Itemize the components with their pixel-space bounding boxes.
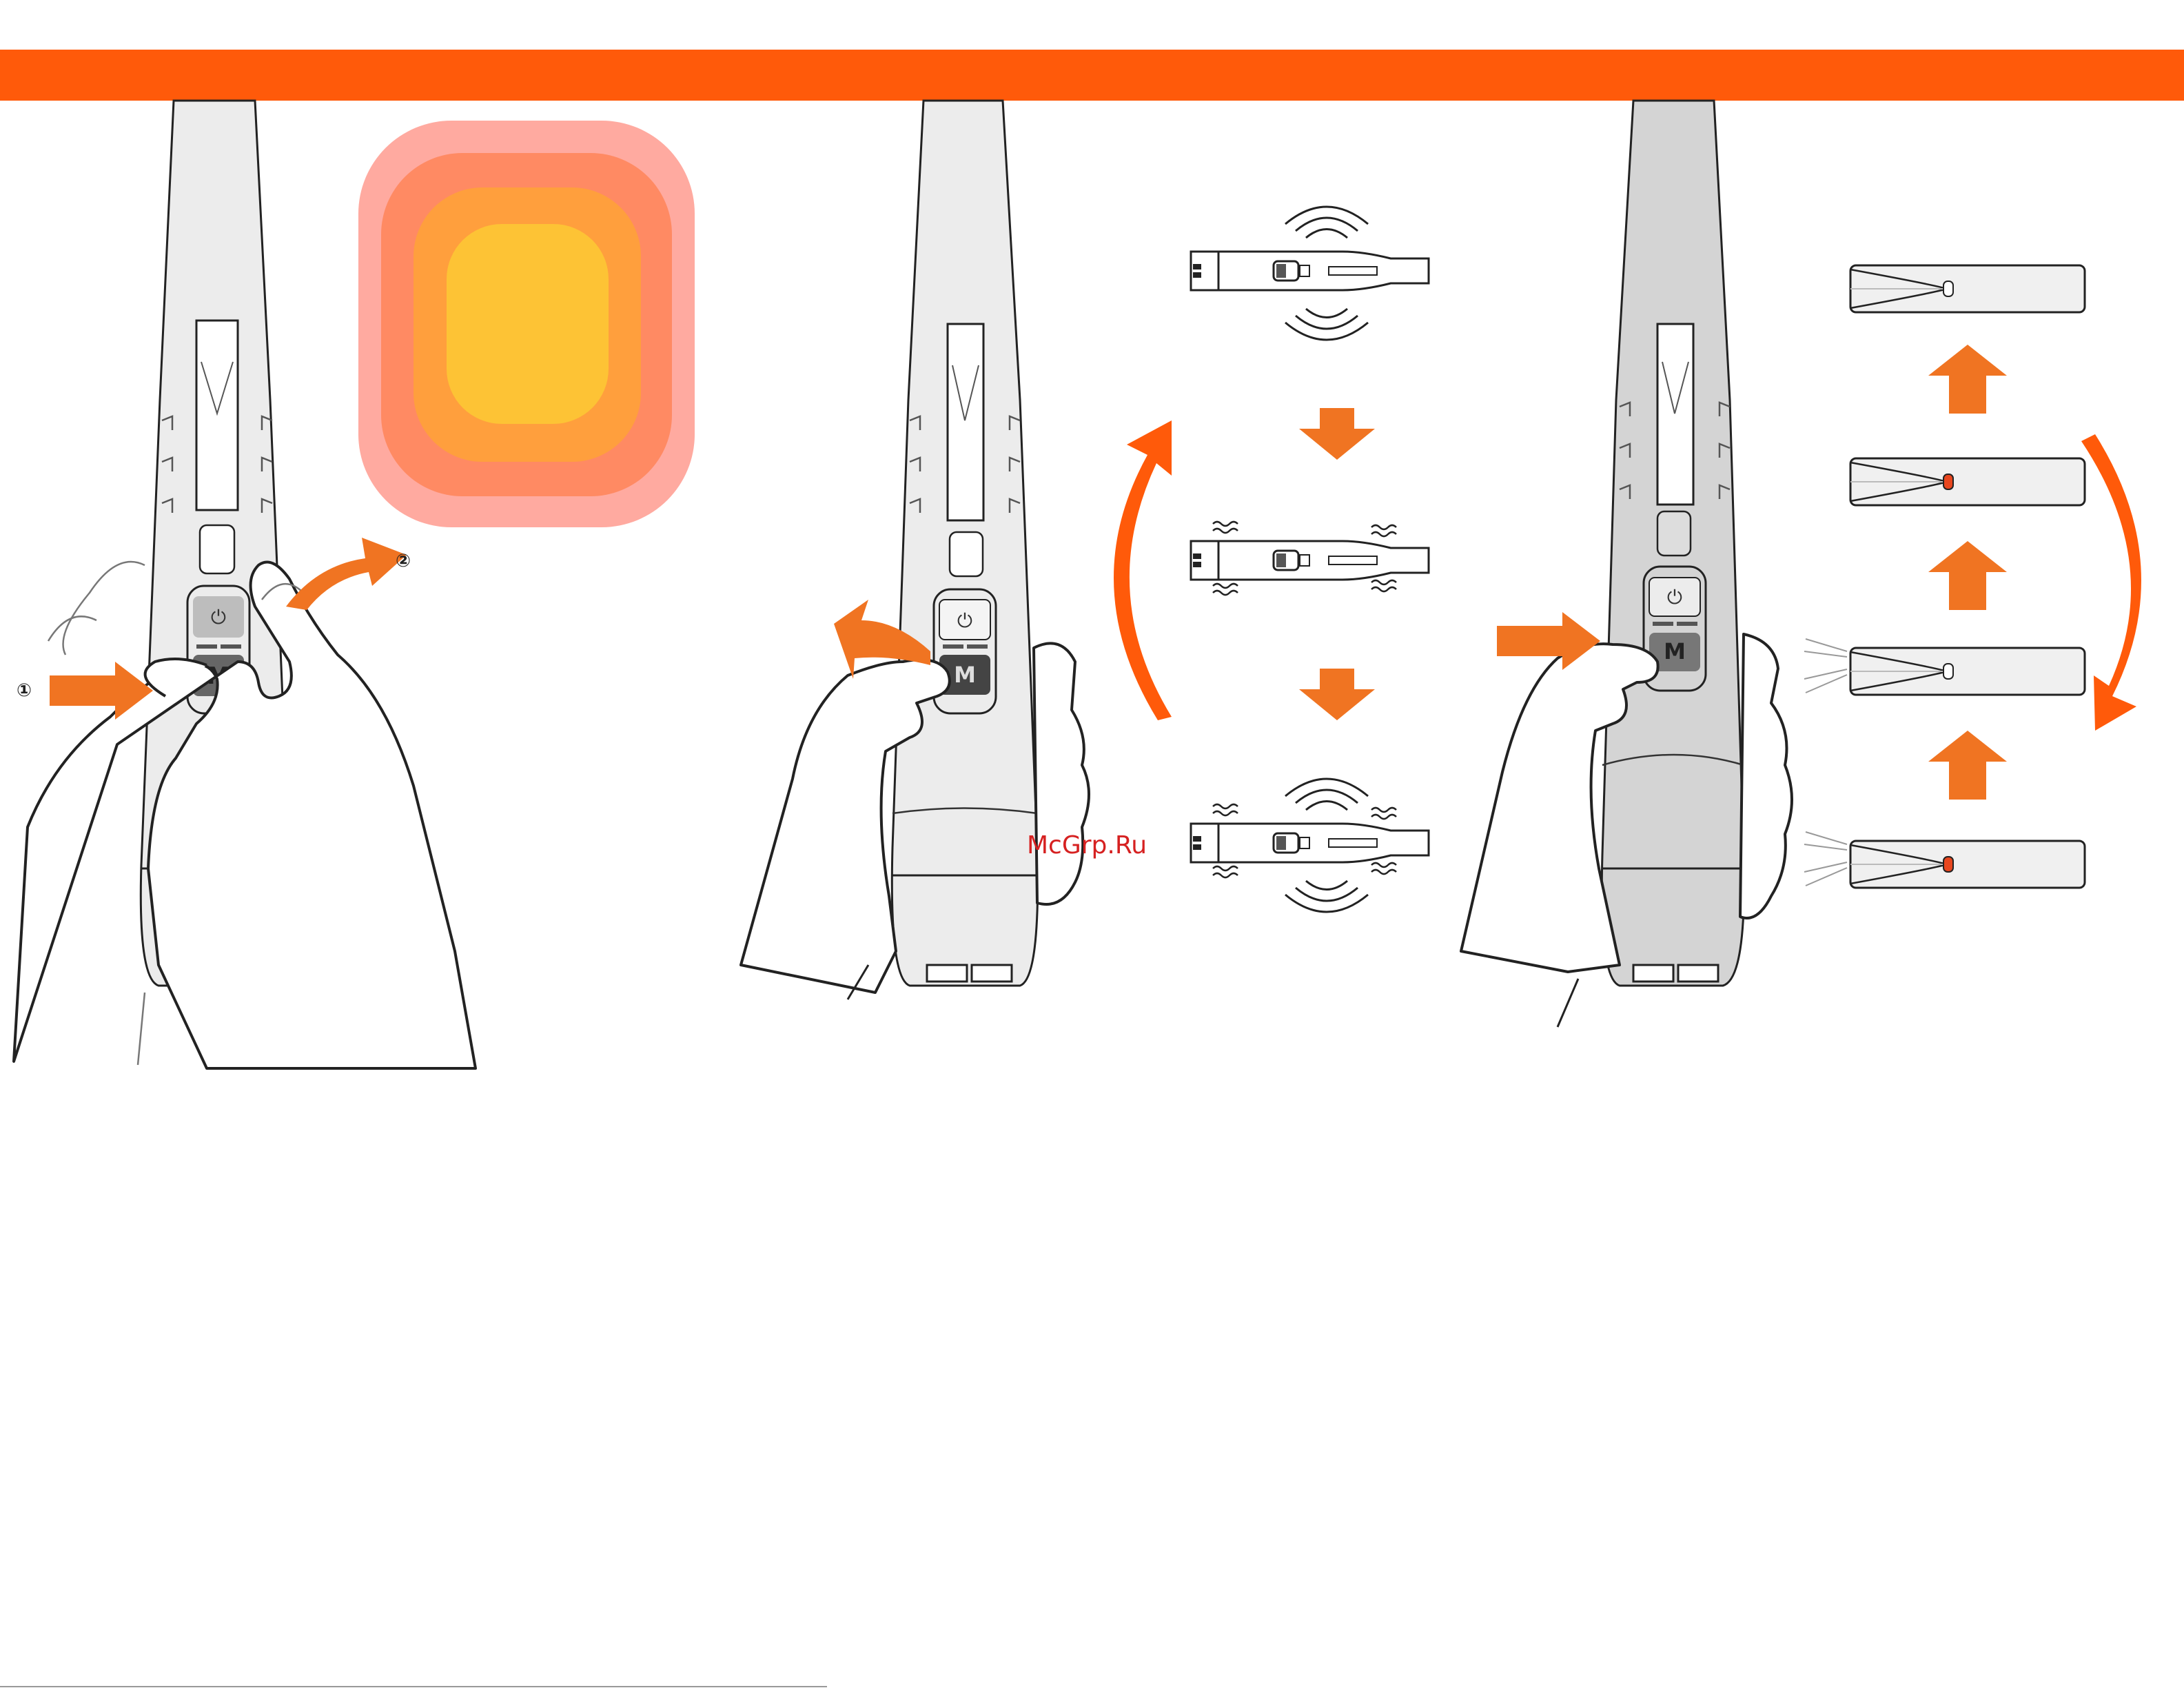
light-step-off [1850, 265, 2085, 312]
sequence-arrow-down [1299, 408, 1375, 460]
watermark-text: McGrp.Ru [1027, 831, 1147, 860]
panel-light-setting: ⏻ M [1461, 101, 2141, 1027]
step2-label: ② [396, 551, 411, 571]
panel-vibration-setting: ⏻ M [741, 101, 1429, 999]
mode-letter-icon: M [954, 662, 976, 688]
device-2: ⏻ M [892, 101, 1037, 986]
sequence-arrow-up [1928, 345, 2007, 414]
vibration-step-weak [1191, 522, 1429, 595]
mode-letter-icon: M [1664, 638, 1686, 664]
light-step-off-rays [1804, 639, 2085, 695]
sequence-arrow-down [1299, 669, 1375, 720]
device-3: ⏻ M [1602, 101, 1744, 986]
step1-label: ① [17, 680, 32, 701]
vibration-step-both [1191, 779, 1429, 912]
sequence-arrow-up [1928, 541, 2007, 610]
power-icon: ⏻ [211, 606, 226, 629]
light-step-red-rays [1804, 832, 2085, 888]
panel-heat-setting: ⏻ M ① ② [14, 101, 695, 1068]
curved-cycle-arrow-icon [1114, 420, 1172, 720]
power-icon: ⏻ [957, 609, 972, 632]
heat-level-indicator [358, 121, 695, 527]
power-icon: ⏻ [1667, 586, 1682, 609]
header-banner [0, 50, 2184, 101]
rotate-arrow [286, 538, 407, 610]
sequence-arrow-up [1928, 731, 2007, 800]
curved-cycle-arrow-icon [2081, 434, 2141, 731]
light-step-red [1850, 458, 2085, 505]
vibration-step-strong [1191, 207, 1429, 340]
